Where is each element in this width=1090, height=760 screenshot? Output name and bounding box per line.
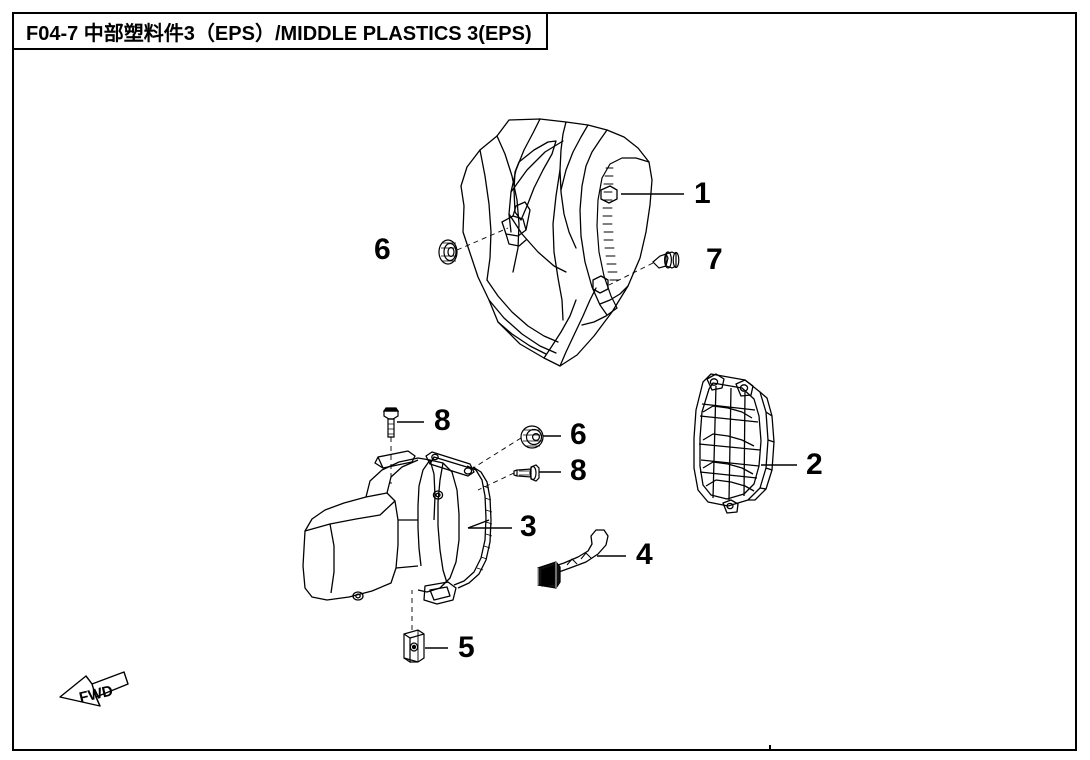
part-3-middle-cover-body[interactable] [302,450,493,605]
sheet-title-box: F04-7 中部塑料件3（EPS）/MIDDLE PLASTICS 3(EPS) [12,12,548,50]
fwd-arrow-marker [59,671,129,707]
sheet-title: F04-7 中部塑料件3（EPS）/MIDDLE PLASTICS 3(EPS) [26,22,532,45]
callout-1[interactable]: 1 [694,177,711,210]
assembly-axis-8-lower [477,472,515,491]
part-1-front-fairing-panel[interactable] [460,118,653,367]
callout-6-upper[interactable]: 6 [374,233,391,266]
part-8-flange-bolt-lower[interactable] [513,464,540,482]
callout-3[interactable]: 3 [520,510,537,543]
callout-6-lower[interactable]: 6 [570,418,587,451]
assembly-axis-7-to-part1 [608,262,654,286]
part-4-hook-strap-clip[interactable] [537,529,609,589]
callout-2[interactable]: 2 [806,448,823,481]
callout-8-top[interactable]: 8 [434,404,451,437]
callout-4[interactable]: 4 [636,538,653,571]
part-6-rubber-grommet-lower[interactable] [520,425,544,449]
part-6-rubber-grommet-upper[interactable] [438,239,458,265]
part-7-push-pin-clip[interactable] [652,251,680,269]
callout-7[interactable]: 7 [706,243,723,276]
part-5-clip-nut[interactable] [403,629,425,664]
callout-8-lower[interactable]: 8 [570,454,587,487]
callout-5[interactable]: 5 [458,631,475,664]
part-2-vent-grille-cover[interactable] [693,373,775,514]
assembly-axis-6-to-part1 [456,227,509,251]
part-8-flange-bolt-top[interactable] [382,407,400,438]
assembly-axis-6-lower [469,437,522,471]
leader-line-3 [467,519,512,529]
